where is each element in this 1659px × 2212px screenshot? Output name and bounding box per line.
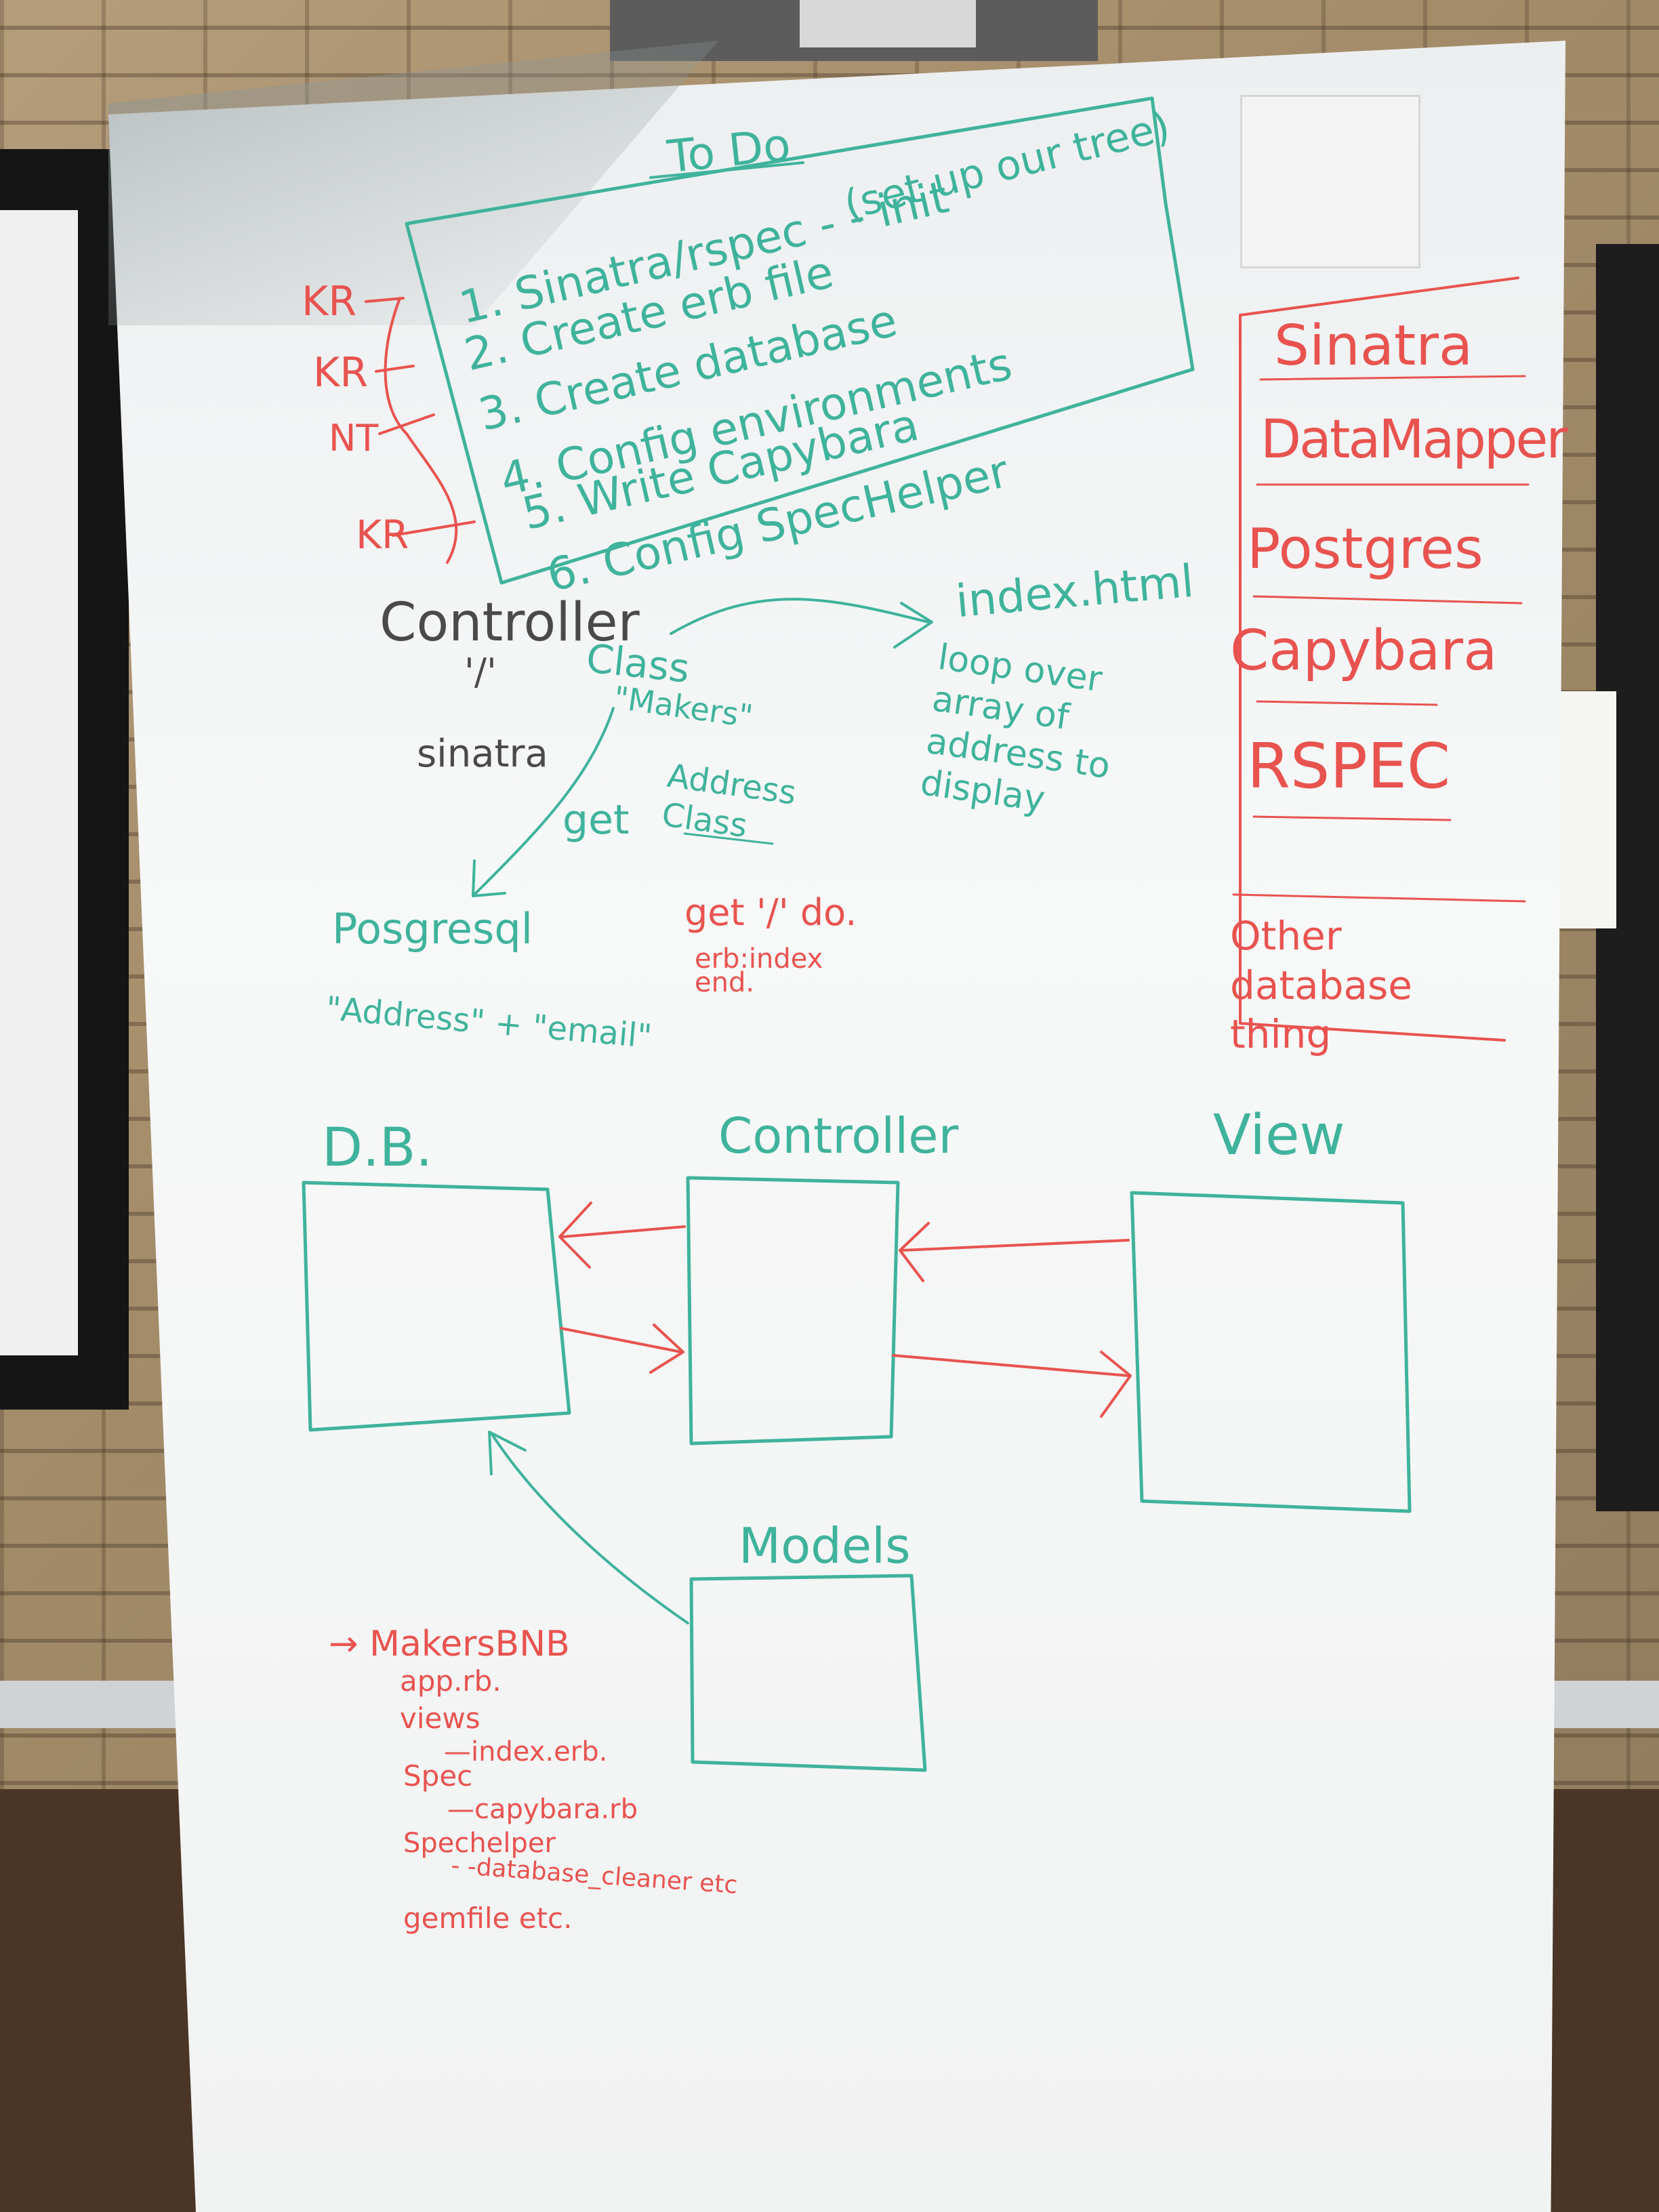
stack-divider-4	[1256, 700, 1438, 706]
sketch-sinatra: sinatra	[417, 732, 548, 776]
whiteboard	[108, 41, 1565, 2212]
stack-box	[1239, 276, 1519, 1042]
diagram-models-label: Models	[739, 1517, 911, 1574]
db-box	[302, 1181, 571, 1432]
arrow-to-index	[670, 598, 933, 649]
todo-heading: To Do	[665, 118, 794, 184]
sketch-loop-note: loop over array of address to display	[918, 636, 1113, 821]
view-box	[1130, 1191, 1412, 1513]
stack-item-datamapper: DataMapper	[1261, 409, 1568, 470]
diagram-view-label: View	[1213, 1103, 1345, 1168]
file-tree-capybara: —capybara.rb	[447, 1794, 638, 1825]
sketch-class-label: Class	[583, 635, 692, 692]
arrow-db-to-controller	[560, 1324, 684, 1374]
initials-tick-3	[378, 413, 435, 435]
ceiling-light	[800, 0, 976, 47]
stack-divider-1	[1259, 375, 1526, 381]
marker-holder	[1240, 95, 1420, 268]
arrow-models-to-db	[488, 1431, 689, 1624]
stack-other: Other database thing	[1230, 913, 1412, 1057]
file-tree-spec: Spec	[403, 1759, 473, 1793]
file-tree-views: views	[400, 1702, 480, 1735]
diagram-db-label: D.B.	[322, 1118, 433, 1179]
sketch-controller: Controller	[380, 592, 640, 653]
todo-initials-3: NT	[329, 417, 379, 459]
sketch-get: get	[562, 796, 630, 844]
todo-initials-1: KR	[302, 278, 357, 325]
stack-divider-3	[1252, 595, 1523, 605]
models-box	[689, 1574, 927, 1772]
stack-item-capybara: Capybara	[1230, 619, 1498, 683]
stack-item-sinatra: Sinatra	[1274, 314, 1473, 378]
initials-bracket	[384, 297, 458, 564]
stack-divider-5	[1252, 815, 1452, 821]
sketch-route-code-2: erb:index	[695, 943, 823, 975]
stack-item-postgres: Postgres	[1247, 517, 1483, 581]
file-tree-spechelper: Spechelper	[403, 1828, 556, 1859]
initials-tick-1	[365, 297, 405, 303]
file-tree-root: → MakersBNB	[329, 1624, 570, 1664]
initials-tick-4	[392, 520, 476, 537]
stack-item-rspec: RSPEC	[1247, 730, 1451, 802]
diagram-controller-label: Controller	[718, 1107, 959, 1164]
file-tree-app: app.rb.	[400, 1664, 501, 1698]
wall-notice	[1555, 691, 1616, 928]
sketch-route-code-3: end.	[695, 967, 755, 998]
arrow-to-postgres	[472, 707, 615, 897]
sketch-route: '/'	[464, 651, 497, 693]
initials-tick-2	[375, 365, 415, 373]
sketch-postgresql: Posgresql	[332, 904, 533, 954]
arrow-controller-to-view	[892, 1351, 1132, 1418]
todo-initials-2: KR	[313, 349, 369, 396]
address-class-underline	[683, 832, 774, 845]
stack-divider-6	[1232, 893, 1526, 903]
todo-initials-4: KR	[356, 512, 409, 558]
projector-screen	[0, 210, 78, 1355]
arrow-view-to-controller	[899, 1222, 1130, 1282]
todo-heading-underline	[649, 161, 804, 179]
sketch-route-code-1: get '/' do.	[684, 891, 857, 934]
file-tree-gemfile: gemfile etc.	[403, 1902, 573, 1935]
todo-box	[405, 96, 1195, 585]
file-tree-index: —index.erb.	[444, 1736, 608, 1767]
arrow-controller-to-db	[558, 1202, 686, 1269]
controller-box	[686, 1176, 900, 1446]
